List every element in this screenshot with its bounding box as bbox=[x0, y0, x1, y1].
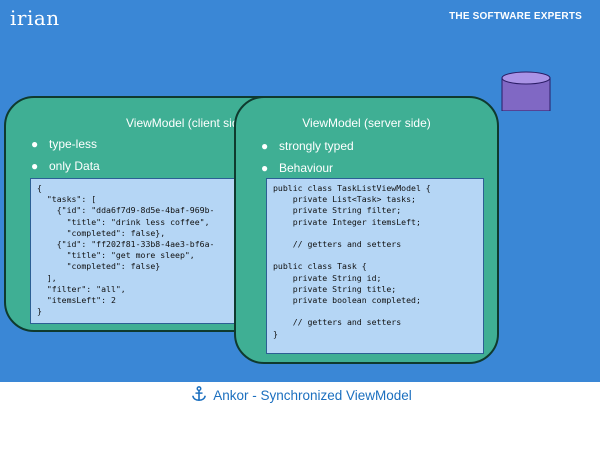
company-tagline: THE SOFTWARE EXPERTS bbox=[449, 11, 582, 22]
anchor-icon bbox=[192, 386, 207, 402]
server-card-title: ViewModel (server side) bbox=[302, 116, 431, 130]
irian-logo: irian bbox=[10, 6, 60, 30]
footer-title: Ankor - Synchronized ViewModel bbox=[213, 388, 412, 403]
server-bullet-label: strongly typed bbox=[279, 139, 354, 153]
server-bullet-behaviour: ●Behaviour bbox=[261, 161, 334, 175]
server-bullet-strongly-typed: ●strongly typed bbox=[261, 139, 354, 153]
client-bullet-type-less: ●type-less bbox=[31, 137, 98, 151]
client-bullet-label: type-less bbox=[49, 137, 98, 151]
server-viewmodel-card: ViewModel (server side) ●strongly typed … bbox=[234, 96, 499, 364]
client-json-code: { "tasks": [ {"id": "dda6f7d9-8d5e-4baf-… bbox=[30, 178, 260, 324]
database-icon bbox=[501, 71, 551, 111]
server-java-code: public class TaskListViewModel { private… bbox=[266, 178, 484, 354]
client-bullet-label: only Data bbox=[49, 159, 100, 173]
server-bullet-label: Behaviour bbox=[279, 161, 334, 175]
client-bullet-only-data: ●only Data bbox=[31, 159, 100, 173]
slide-footer: Ankor - Synchronized ViewModel bbox=[0, 386, 600, 403]
client-card-title: ViewModel (client side) bbox=[126, 116, 250, 130]
